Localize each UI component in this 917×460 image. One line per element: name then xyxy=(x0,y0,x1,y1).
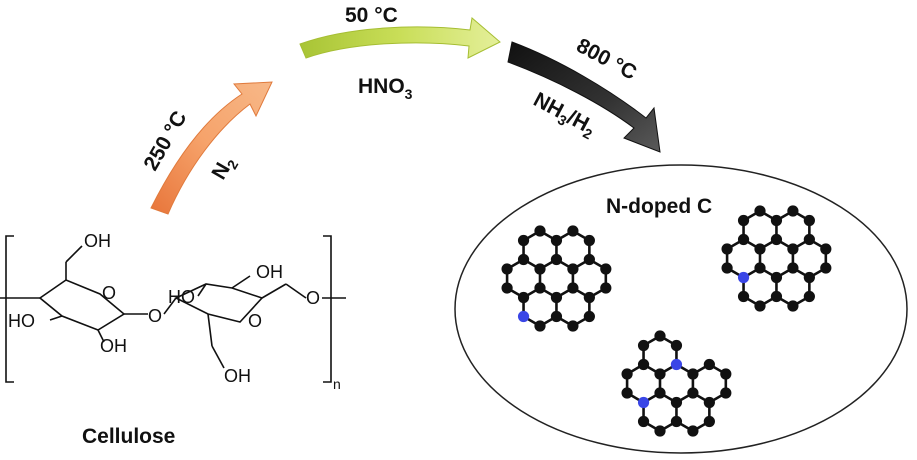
carbon-atom xyxy=(517,253,530,266)
bridge-o: O xyxy=(148,306,162,326)
carbon-atom xyxy=(583,253,595,266)
carbon-atom xyxy=(720,368,732,380)
carbon-atom xyxy=(754,262,766,274)
step1-arrow xyxy=(150,81,273,215)
carbon-atom xyxy=(703,415,715,428)
precursor-label: Cellulose xyxy=(82,425,175,448)
carbon-atom xyxy=(550,253,563,266)
carbon-atom xyxy=(654,387,666,399)
cellulose-structure xyxy=(0,235,346,383)
carbon-atom xyxy=(737,233,750,246)
terminal-o: O xyxy=(306,288,320,308)
n-doped-fragment-right xyxy=(721,205,832,312)
carbon-atom xyxy=(803,290,815,303)
ho-label-1: HO xyxy=(8,311,35,331)
carbon-atom xyxy=(787,262,799,274)
carbon-atom xyxy=(550,234,563,247)
left-bracket xyxy=(5,235,14,383)
carbon-atom xyxy=(567,225,579,237)
step2-temperature: 50 °C xyxy=(345,4,398,27)
carbon-atom xyxy=(803,233,815,246)
carbon-atom xyxy=(770,290,783,303)
carbon-atom xyxy=(534,263,546,275)
carbon-atom xyxy=(670,339,683,352)
carbon-atom xyxy=(720,387,732,399)
carbon-atom xyxy=(654,425,666,437)
carbon-atom xyxy=(737,214,750,227)
carbon-atom xyxy=(803,214,815,227)
carbon-atom xyxy=(770,271,783,284)
product-ellipse xyxy=(454,164,908,454)
carbon-atom xyxy=(687,387,699,399)
cellulose-atom-labels: OH OH O HO HO O O O OH OH n xyxy=(8,231,341,392)
carbon-atom xyxy=(501,282,513,294)
ho-label-2: HO xyxy=(168,287,195,307)
n-doped-fragment-left xyxy=(501,225,612,332)
nitrogen-atom xyxy=(517,310,530,323)
step2-arrow xyxy=(299,17,501,59)
n-doped-fragment-bottom xyxy=(621,330,732,437)
carbon-atom xyxy=(567,282,579,294)
carbon-atom xyxy=(517,234,530,247)
carbon-atom xyxy=(534,225,546,237)
carbon-atom xyxy=(787,300,799,312)
carbon-atom xyxy=(687,425,699,437)
ring-o-right: O xyxy=(248,311,262,331)
nitrogen-atom xyxy=(637,396,650,409)
carbon-atom xyxy=(670,415,683,428)
carbon-atom xyxy=(583,310,595,323)
product-label: N-doped C xyxy=(606,195,712,218)
nitrogen-atom xyxy=(670,358,683,371)
carbon-atom xyxy=(550,291,563,304)
right-bracket xyxy=(323,235,332,383)
carbon-atom xyxy=(567,320,579,332)
carbon-atom xyxy=(600,282,612,294)
carbon-atom xyxy=(721,262,733,274)
carbon-atom xyxy=(754,243,766,255)
carbon-atom xyxy=(583,234,595,247)
carbon-atom xyxy=(501,263,513,275)
carbon-atom xyxy=(621,387,633,399)
carbon-atom xyxy=(703,358,715,371)
carbon-atom xyxy=(550,310,563,323)
step3-arrow xyxy=(507,41,661,153)
ring-o-left: O xyxy=(102,283,116,303)
carbon-atom xyxy=(600,263,612,275)
carbon-atom xyxy=(621,368,633,380)
carbon-atom xyxy=(721,243,733,255)
step1-gas: N2 xyxy=(207,152,241,185)
repeat-n: n xyxy=(333,376,341,392)
carbon-atom xyxy=(770,214,783,227)
carbon-atom xyxy=(803,271,815,284)
carbon-atom xyxy=(754,300,766,312)
carbon-atom xyxy=(517,291,530,304)
carbon-atom xyxy=(670,396,683,409)
oh-label-1: OH xyxy=(84,231,111,251)
carbon-atom xyxy=(654,368,666,380)
carbon-atom xyxy=(820,262,832,274)
carbon-atom xyxy=(654,330,666,342)
carbon-atom xyxy=(637,415,650,428)
oh-label-3: OH xyxy=(100,336,127,356)
carbon-atom xyxy=(787,205,799,217)
step2-reagent: HNO3 xyxy=(358,75,413,102)
carbon-atom xyxy=(820,243,832,255)
oh-label-2: OH xyxy=(256,262,283,282)
carbon-atom xyxy=(534,282,546,294)
carbon-atom xyxy=(637,339,650,352)
carbon-atom xyxy=(583,291,595,304)
oh-label-4: OH xyxy=(224,366,251,386)
nitrogen-atom xyxy=(737,271,750,284)
carbon-atom xyxy=(737,290,750,303)
carbon-atom xyxy=(754,205,766,217)
carbon-atom xyxy=(787,243,799,255)
carbon-atom xyxy=(637,358,650,371)
carbon-atom xyxy=(534,320,546,332)
carbon-atom xyxy=(687,368,699,380)
carbon-atom xyxy=(770,233,783,246)
carbon-atom xyxy=(703,396,715,409)
carbon-atom xyxy=(567,263,579,275)
